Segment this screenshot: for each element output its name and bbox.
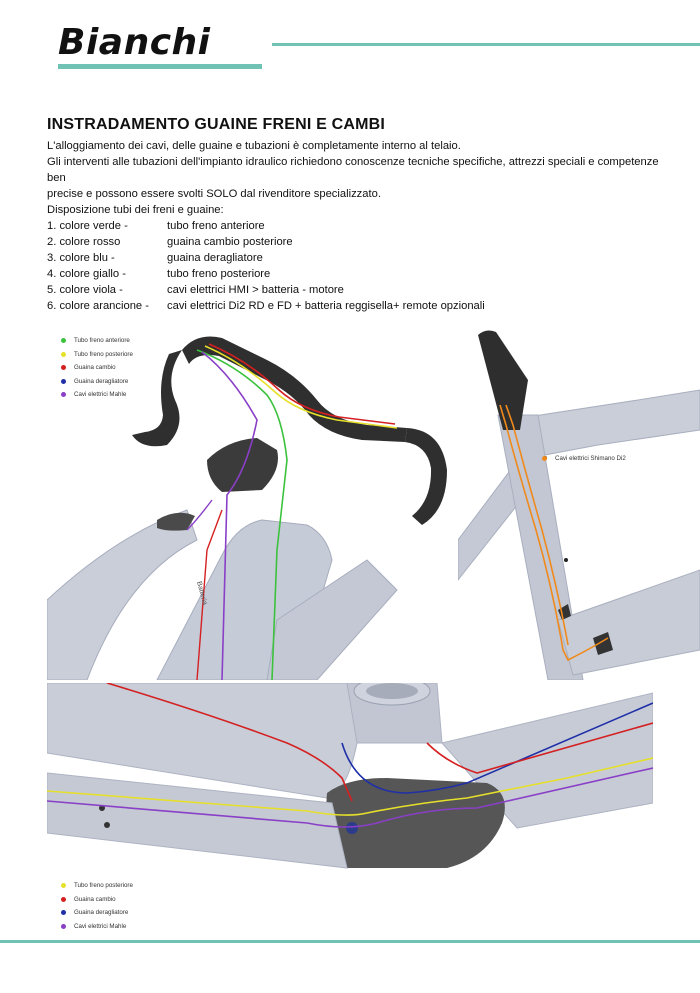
bottom-bracket-routing-figure: Tubo freno posteriore Guaina cambio Guai… [47,683,653,933]
legend-label: Tubo freno posteriore [74,350,133,358]
legend-label: Guaina cambio [74,364,116,372]
list-key: 1. colore verde - [47,220,128,232]
legend-label: Cavi elettrici Shimano Di2 [555,455,626,463]
seatpost-routing-figure: Cavi elettrici Shimano Di2 [458,320,700,680]
list-item: 4. colore giallo - tubo freno posteriore [47,266,667,282]
legend-dot [61,883,66,889]
list-key: 5. colore viola - [47,284,123,296]
legend-dot [61,923,66,929]
list-item: 1. colore verde - tubo freno anteriore [47,218,667,234]
list-value: guaina deragliatore [167,252,263,264]
list-key: 2. colore rosso [47,236,121,248]
list-value: cavi elettrici HMI > batteria - motore [167,284,344,296]
legend-item: Tubo freno posteriore [61,348,133,362]
legend-label: Cavi elettrici Mahle [74,922,127,930]
section-title: INSTRADAMENTO GUAINE FRENI E CAMBI [47,116,386,133]
legend-item: Guaina cambio [61,361,133,375]
paragraph: Disposizione tubi dei freni e guaine: [47,204,224,216]
footer-divider [0,940,700,943]
legend-label: Guaina deragliatore [74,377,129,385]
legend-label: Tubo freno posteriore [74,882,133,890]
list-value: tubo freno posteriore [167,268,271,280]
logo-underline [58,64,262,69]
header: Bianchi [0,0,700,80]
bottom-bracket-legend: Tubo freno posteriore Guaina cambio Guai… [61,879,133,933]
list-value: tubo freno anteriore [167,220,265,232]
list-item: 5. colore viola - cavi elettrici HMI > b… [47,282,667,298]
legend-item: Guaina deragliatore [61,375,133,389]
list-key: 3. colore blu - [47,252,115,264]
legend-item: Cavi elettrici Mahle [61,388,133,402]
legend-dot [61,351,66,357]
paragraph: Gli interventi alle tubazioni dell'impia… [47,156,659,184]
legend-dot [61,392,66,398]
paragraph: precise e possono essere svolti SOLO dal… [47,188,381,200]
list-value: guaina cambio posteriore [167,236,293,248]
legend-item: Tubo freno anteriore [61,334,133,348]
legend-item: Tubo freno posteriore [61,879,133,893]
legend-label: Guaina cambio [74,895,116,903]
legend-dot [61,910,66,916]
list-key: 6. colore arancione - [47,300,149,312]
legend-item: Cavi elettrici Mahle [61,920,133,934]
legend-label: Cavi elettrici Mahle [74,391,127,399]
legend-label: Guaina deragliatore [74,909,129,917]
bianchi-logo: Bianchi [58,22,211,63]
routing-section: INSTRADAMENTO GUAINE FRENI E CAMBI L'all… [47,116,667,314]
seatpost-legend: Cavi elettrici Shimano Di2 [542,452,626,466]
legend-dot [61,365,66,371]
list-value: cavi elettrici Di2 RD e FD + batteria re… [167,300,485,312]
legend-dot [61,896,66,902]
legend-item: Guaina deragliatore [61,906,133,920]
paragraph: L'alloggiamento dei cavi, delle guaine e… [47,140,461,152]
list-key: 4. colore giallo - [47,268,126,280]
header-divider [272,43,700,46]
handlebar-legend: Tubo freno anteriore Tubo freno posterio… [61,334,133,402]
color-list: 1. colore verde - tubo freno anteriore 2… [47,218,667,314]
legend-item: Guaina cambio [61,893,133,907]
legend-dot [542,456,547,462]
legend-dot [61,338,66,344]
legend-label: Tubo freno anteriore [74,337,130,345]
list-item: 3. colore blu - guaina deragliatore [47,250,667,266]
legend-item: Cavi elettrici Shimano Di2 [542,452,626,466]
list-item: 6. colore arancione - cavi elettrici Di2… [47,298,667,314]
list-item: 2. colore rosso guaina cambio posteriore [47,234,667,250]
handlebar-routing-figure: Batteria Tubo freno anteriore Tubo freno… [47,320,457,680]
legend-dot [61,378,66,384]
